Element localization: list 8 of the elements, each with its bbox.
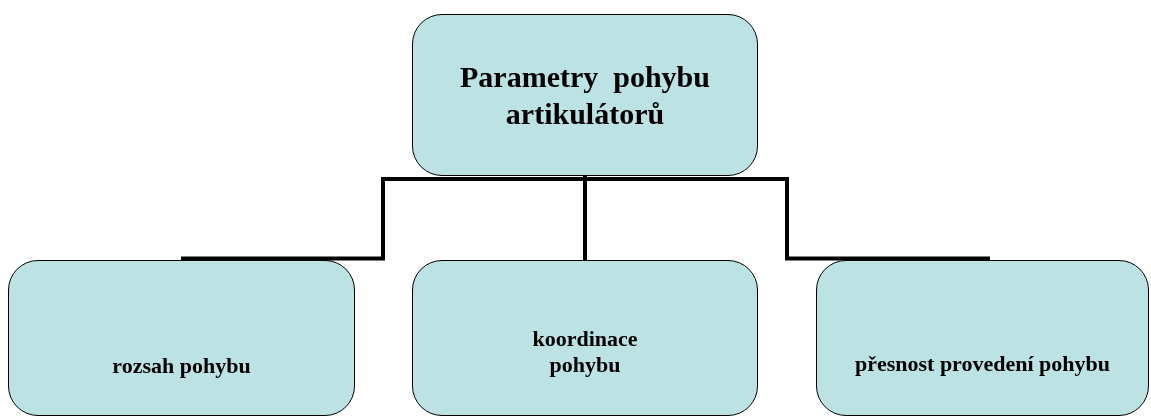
rounded-box (412, 260, 758, 416)
box-label: koordinace pohybu (531, 325, 639, 379)
box-label: rozsah pohybu (112, 352, 251, 380)
box-label: přesnost provedení pohybu (854, 350, 1111, 378)
box-label: Parametry pohybu artikulátorů (459, 58, 711, 132)
rounded-box (412, 14, 758, 176)
rounded-box (8, 260, 355, 416)
rounded-box (816, 260, 1149, 416)
